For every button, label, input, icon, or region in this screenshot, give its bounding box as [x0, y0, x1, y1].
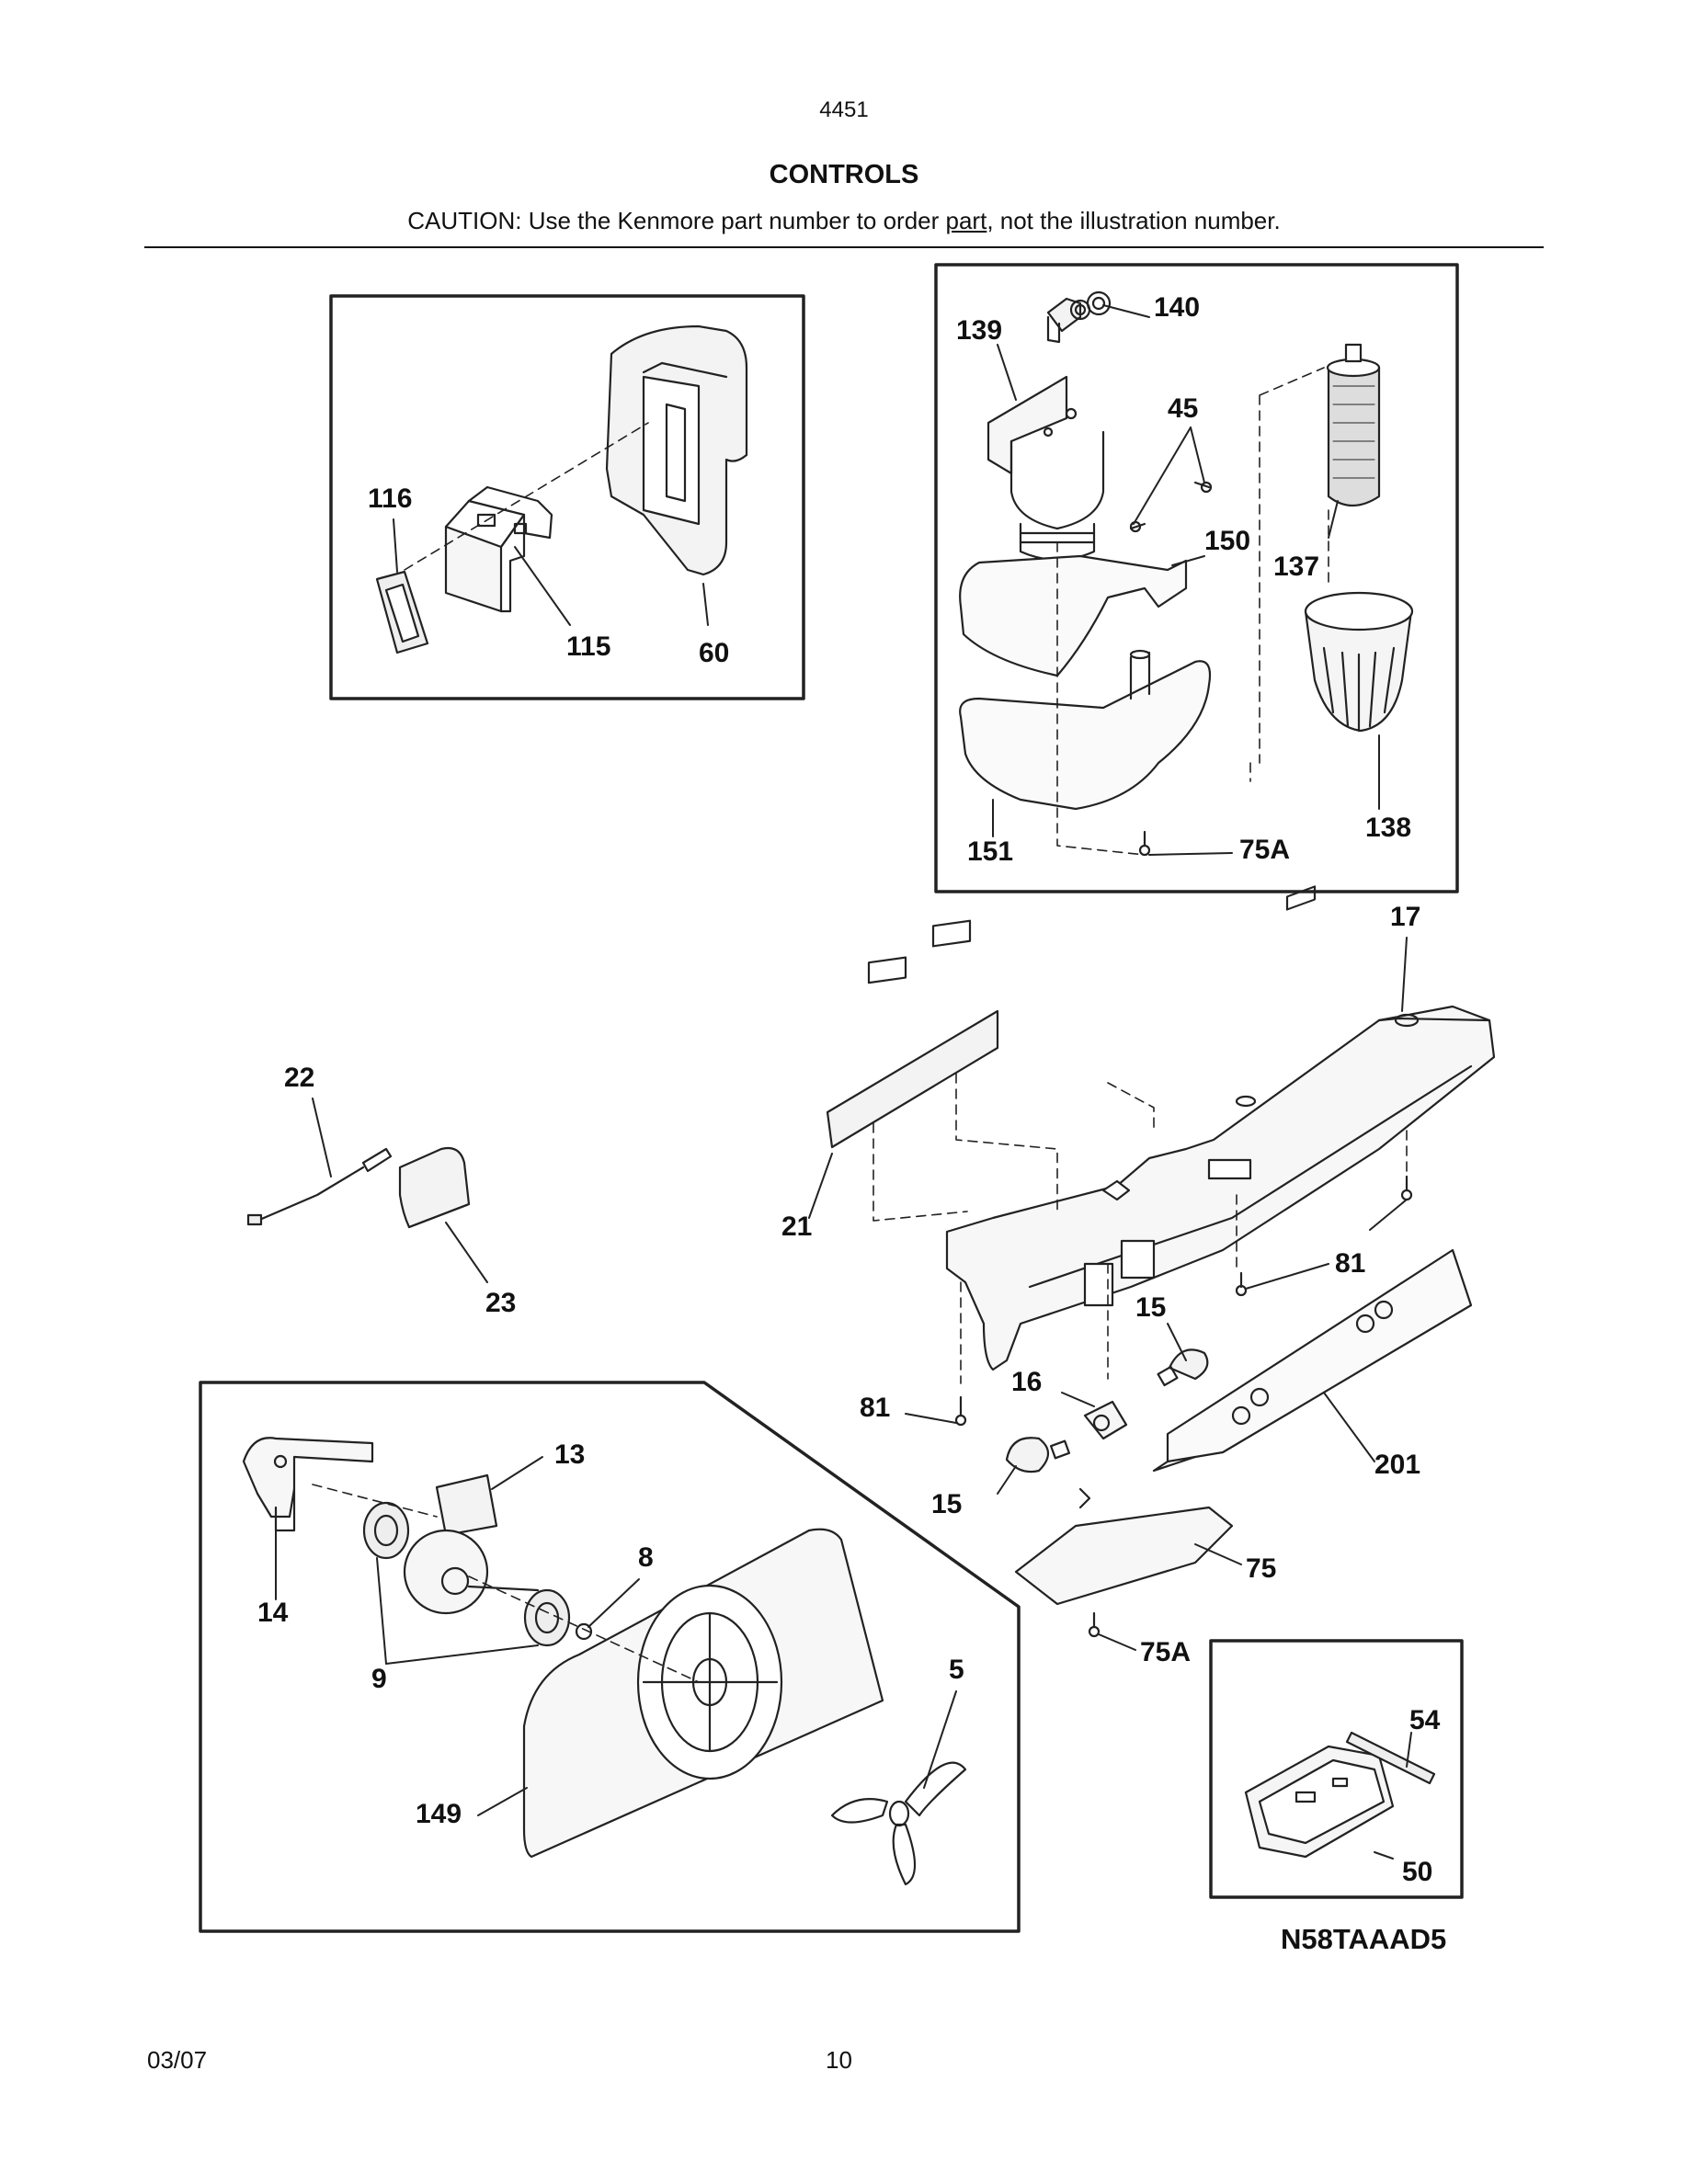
callout-13: 13	[554, 1439, 586, 1470]
display-board	[826, 919, 999, 1149]
thermistor	[246, 1147, 393, 1226]
callout-22: 22	[284, 1063, 315, 1093]
light-shield	[1014, 1487, 1234, 1606]
shield-screw	[1088, 1611, 1101, 1638]
caution-text-end: , not the illustration number.	[987, 207, 1281, 234]
fan-motor	[403, 1473, 540, 1615]
filter-bottom-screw	[1138, 830, 1151, 857]
callout-151: 151	[967, 836, 1014, 867]
callout-15-lower: 15	[931, 1489, 963, 1519]
filter-bracket-upper	[959, 554, 1188, 677]
callout-14: 14	[257, 1598, 289, 1628]
filter-housing-cup	[1304, 591, 1414, 733]
inset-box-fan-assembly	[199, 1381, 1021, 1933]
callout-54: 54	[1409, 1705, 1441, 1735]
retaining-clip	[575, 1622, 593, 1641]
callout-16: 16	[1011, 1367, 1043, 1397]
inset-box-control-board	[1209, 1639, 1464, 1899]
callout-21: 21	[781, 1211, 813, 1242]
thermistor-cover	[398, 1146, 471, 1229]
motor-bracket	[242, 1437, 374, 1532]
caution-text-start: CAUTION: Use the Kenmore part number to …	[407, 207, 946, 234]
callout-9: 9	[371, 1664, 387, 1694]
inset-box-water-filter	[934, 263, 1459, 893]
control-panel-overlay	[1152, 885, 1473, 1473]
switch-gasket	[375, 570, 429, 654]
control-board-clip	[1345, 1731, 1436, 1785]
callout-8: 8	[638, 1542, 654, 1573]
callout-139: 139	[956, 315, 1003, 346]
filter-cartridge	[1326, 343, 1381, 507]
inset-box-control-housing	[329, 294, 805, 700]
callout-149: 149	[416, 1799, 462, 1829]
fan-shroud	[522, 1528, 884, 1859]
callout-50: 50	[1402, 1857, 1433, 1887]
motor-grommet-left	[362, 1501, 410, 1560]
light-socket	[1083, 1400, 1128, 1440]
filter-bracket-lower	[959, 649, 1212, 811]
light-bulb-upper	[1157, 1348, 1209, 1387]
callout-137: 137	[1273, 552, 1320, 582]
filter-head	[987, 375, 1105, 562]
callout-23: 23	[485, 1288, 517, 1318]
callout-115: 115	[566, 631, 611, 662]
callout-45: 45	[1168, 393, 1199, 424]
callout-15-upper: 15	[1135, 1292, 1167, 1323]
page-title: CONTROLS	[769, 160, 919, 189]
diagram-code: N58TAAAD5	[1281, 1923, 1447, 1955]
control-switch	[444, 485, 553, 613]
caution-part-word: part	[945, 207, 987, 234]
filter-elbow-fitting	[1046, 290, 1112, 344]
callout-75A-filter: 75A	[1239, 835, 1291, 865]
model-number: 4451	[819, 97, 869, 122]
callout-116: 116	[368, 483, 413, 514]
footer-date: 03/07	[147, 2046, 208, 2074]
callout-75: 75	[1246, 1553, 1277, 1584]
callout-17: 17	[1390, 902, 1421, 932]
page-number: 10	[826, 2046, 852, 2074]
callout-75A-shield: 75A	[1140, 1637, 1192, 1667]
caution-note: CAUTION: Use the Kenmore part number to …	[0, 207, 1688, 235]
callout-60: 60	[699, 638, 730, 668]
leader-lines	[275, 304, 1412, 1860]
callout-81-right: 81	[1335, 1248, 1366, 1279]
callout-138: 138	[1365, 813, 1412, 843]
callout-201: 201	[1374, 1450, 1421, 1480]
housing-cover	[605, 324, 748, 576]
callout-140: 140	[1154, 292, 1201, 323]
callout-81-left: 81	[860, 1393, 891, 1423]
motor-grommet-right	[523, 1588, 571, 1647]
header-rule	[144, 246, 1544, 248]
callout-150: 150	[1204, 526, 1251, 556]
dispenser-housing	[945, 1005, 1496, 1371]
fan-blade	[830, 1761, 967, 1886]
housing-screws	[954, 1175, 1413, 1427]
callout-5: 5	[949, 1655, 964, 1685]
control-board-tray	[1244, 1745, 1395, 1859]
light-bulb-lower	[1005, 1437, 1071, 1473]
